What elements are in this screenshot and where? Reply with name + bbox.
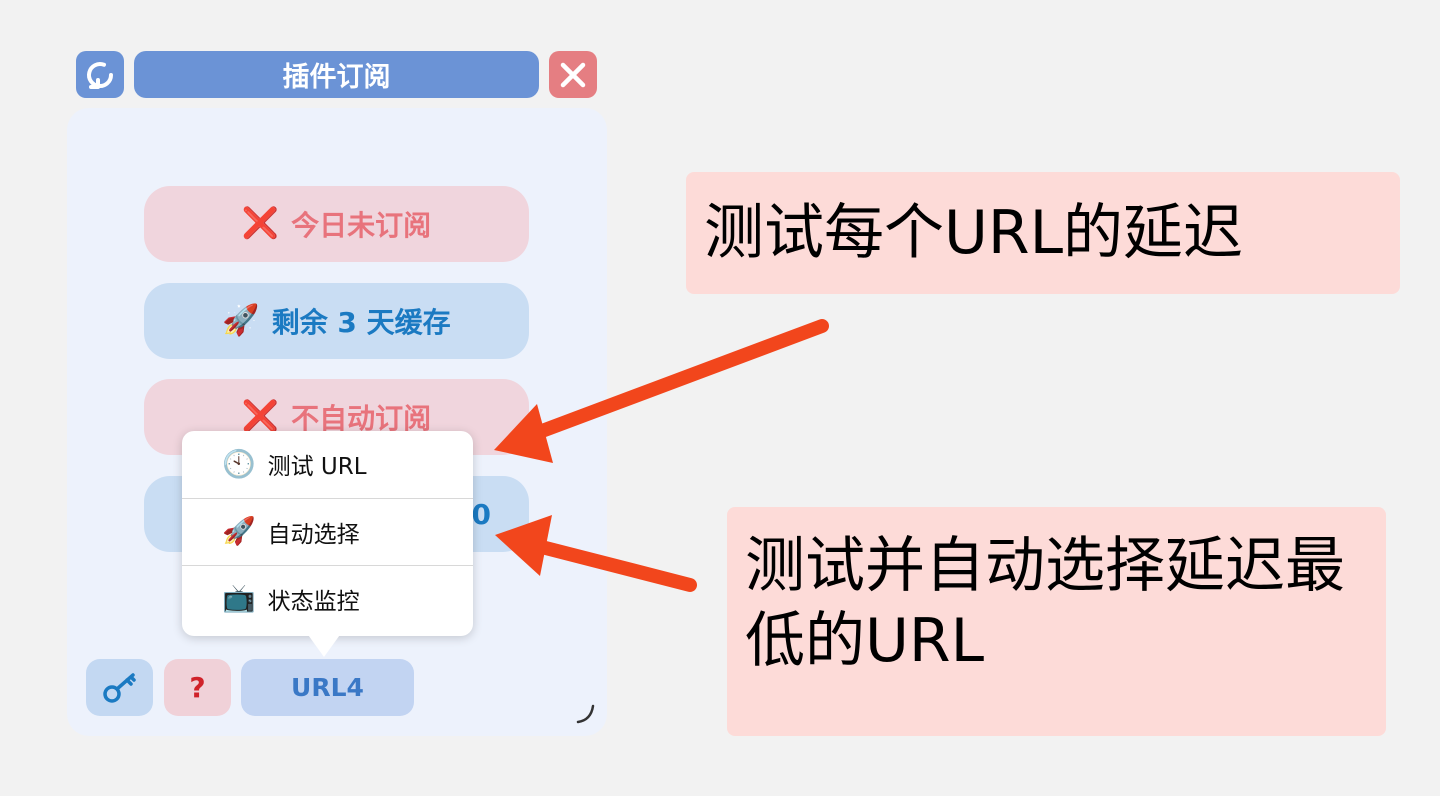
close-button[interactable] [549,51,597,98]
url-select-button[interactable]: URL4 [241,659,414,716]
cross-mark-icon: ❌ [241,206,280,241]
rocket-icon: 🚀 [222,516,256,547]
window-title[interactable]: 插件订阅 [134,51,539,98]
cache-remaining-label: 剩余 3 天缓存 [271,306,451,339]
annotation-test-latency: 测试每个URL的延迟 [686,172,1400,294]
television-icon: 📺 [222,583,256,614]
cross-mark-icon: ❌ [241,399,280,434]
latency-label: 0 [471,497,491,531]
clock-icon: 🕙 [222,448,256,480]
url-actions-menu: 🕙 测试 URL 🚀 自动选择 📺 状态监控 [182,431,473,636]
key-button[interactable] [86,659,153,716]
close-icon [560,62,586,87]
menu-item-label: 自动选择 [267,521,360,548]
menu-item-status-monitor[interactable]: 📺 状态监控 [182,565,473,631]
menu-item-test-url[interactable]: 🕙 测试 URL [182,431,473,497]
menu-item-label: 测试 URL [267,454,367,480]
today-subscription-status-button[interactable]: ❌ 今日未订阅 [144,186,529,262]
menu-item-auto-select[interactable]: 🚀 自动选择 [182,498,473,564]
cache-remaining-button[interactable]: 🚀 剩余 3 天缓存 [144,283,529,359]
key-icon [102,672,136,703]
resize-grip-icon[interactable] [575,703,597,725]
refresh-button[interactable] [76,51,124,98]
annotation-auto-select: 测试并自动选择延迟最低的URL [727,507,1386,736]
auto-subscribe-label: 不自动订阅 [291,402,432,435]
help-button[interactable]: ? [164,659,231,716]
menu-item-label: 状态监控 [267,588,360,615]
today-subscription-status-label: 今日未订阅 [291,209,432,242]
rocket-icon: 🚀 [222,303,260,338]
refresh-icon [87,61,114,89]
menu-pointer [306,632,342,657]
